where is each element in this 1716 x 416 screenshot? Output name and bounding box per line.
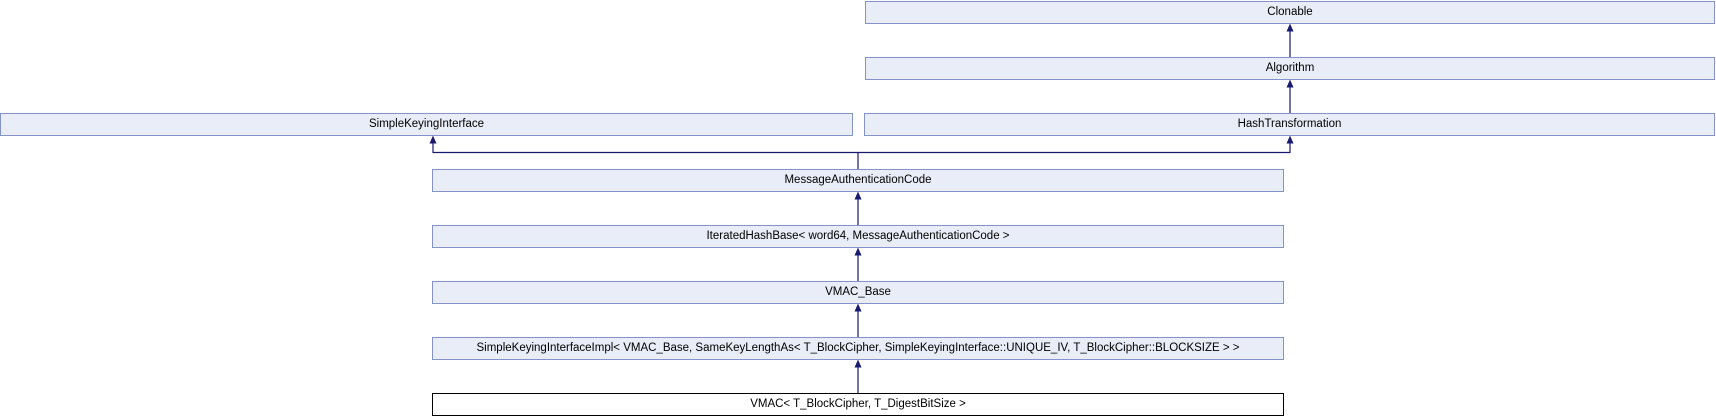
arrowhead-up-icon	[1286, 135, 1294, 144]
node-simplekeyinginterface[interactable]: SimpleKeyingInterface	[0, 113, 853, 136]
edge-skimpl-to-vmacbase	[854, 303, 862, 337]
node-label: Clonable	[1267, 5, 1313, 18]
node-label: Algorithm	[1265, 61, 1315, 74]
arrowhead-up-icon	[854, 359, 862, 368]
edge-mac-to-simplekeyinginterface	[429, 135, 859, 169]
node-label: IteratedHashBase< word64, MessageAuthent…	[706, 229, 1010, 242]
node-clonable[interactable]: Clonable	[865, 1, 1715, 24]
node-label: HashTransformation	[1237, 117, 1342, 130]
arrowhead-up-icon	[854, 303, 862, 312]
arrowhead-up-icon	[1286, 79, 1294, 88]
node-iteratedhashbase[interactable]: IteratedHashBase< word64, MessageAuthent…	[432, 225, 1284, 248]
node-label: MessageAuthenticationCode	[784, 173, 932, 186]
edge-mac-to-hashtransformation	[858, 135, 1294, 154]
node-simplekeyinginterfaceimpl[interactable]: SimpleKeyingInterfaceImpl< VMAC_Base, Sa…	[432, 337, 1284, 360]
arrowhead-up-icon	[854, 247, 862, 256]
node-vmac-current-class: VMAC< T_BlockCipher, T_DigestBitSize >	[432, 393, 1284, 416]
edge-vmacbase-to-iteratedhashbase	[854, 247, 862, 281]
node-algorithm[interactable]: Algorithm	[865, 57, 1715, 80]
node-messageauthenticationcode[interactable]: MessageAuthenticationCode	[432, 169, 1284, 192]
edge-hashtransformation-to-algorithm	[1286, 79, 1294, 113]
edge-iteratedhashbase-to-mac	[854, 191, 862, 225]
arrowhead-up-icon	[854, 191, 862, 200]
node-hashtransformation[interactable]: HashTransformation	[864, 113, 1715, 136]
node-label: VMAC< T_BlockCipher, T_DigestBitSize >	[750, 397, 966, 410]
node-label: SimpleKeyingInterface	[368, 117, 485, 130]
edge-algorithm-to-clonable	[1286, 23, 1294, 57]
arrowhead-up-icon	[429, 135, 437, 144]
edge-line	[432, 142, 859, 169]
edge-line	[858, 142, 1291, 154]
node-label: SimpleKeyingInterfaceImpl< VMAC_Base, Sa…	[476, 341, 1240, 354]
arrowhead-up-icon	[1286, 23, 1294, 32]
node-vmac-base[interactable]: VMAC_Base	[432, 281, 1284, 304]
node-label: VMAC_Base	[825, 285, 891, 298]
edge-vmac-to-skimpl	[854, 359, 862, 393]
